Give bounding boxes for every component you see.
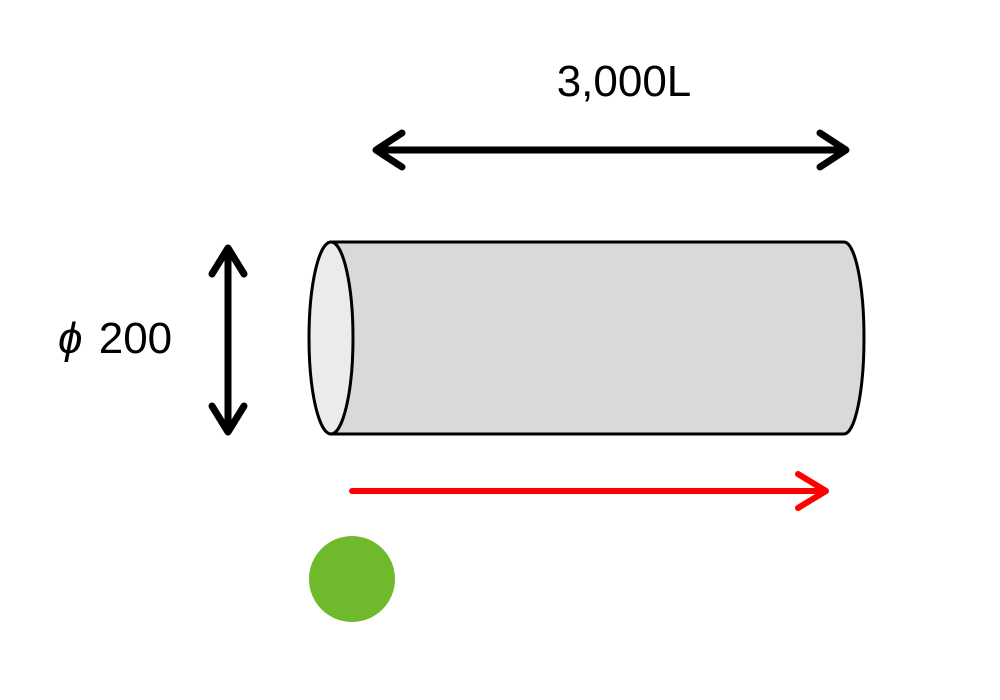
length-dimension-arrow [372,129,850,171]
length-label: 3,000L [557,57,692,106]
cylinder [307,240,866,436]
length-arrow-left-head [372,129,406,171]
diameter-symbol: ϕ [58,314,82,363]
diameter-arrow-top-head [208,244,248,278]
direction-arrow [349,471,829,511]
cylinder-end-face [307,240,355,436]
marker-dot [309,536,395,622]
diameter-dimension-arrow [208,244,248,436]
cylinder-body [329,240,866,436]
diameter-label: ϕ 200 [58,314,172,363]
diameter-arrow-bottom-head [208,402,248,436]
length-arrow-right-head [816,129,850,171]
direction-arrow-head [795,471,829,511]
diameter-value: 200 [99,314,172,363]
